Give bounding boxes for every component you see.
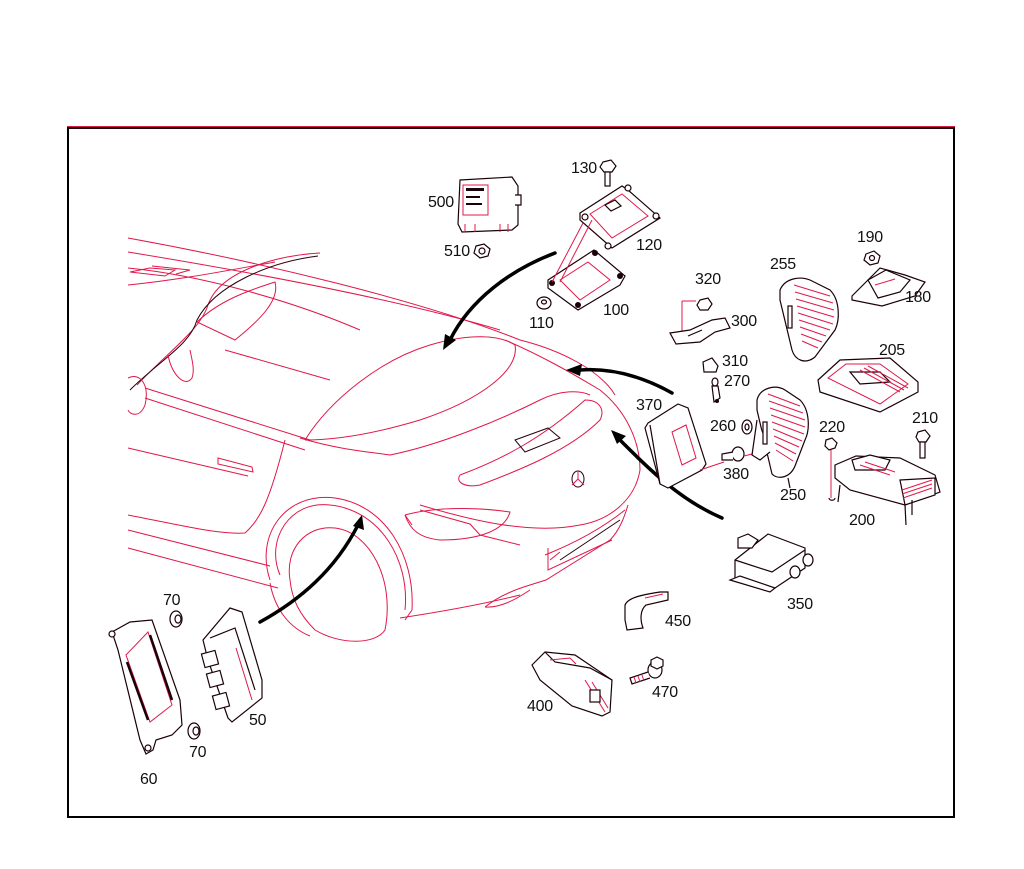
part-label-220[interactable]: 220 bbox=[819, 419, 845, 436]
part-label-190[interactable]: 190 bbox=[857, 229, 883, 246]
assembly-arrows bbox=[258, 251, 724, 624]
part-label-210[interactable]: 210 bbox=[912, 410, 938, 427]
part-label-310[interactable]: 310 bbox=[722, 353, 748, 370]
part-260-grommet[interactable] bbox=[741, 419, 753, 435]
part-270-connector[interactable] bbox=[711, 377, 721, 404]
part-label-120[interactable]: 120 bbox=[636, 237, 662, 254]
part-label-370[interactable]: 370 bbox=[636, 397, 662, 414]
part-label-50[interactable]: 50 bbox=[249, 712, 267, 729]
part-255-damper-pad[interactable] bbox=[779, 277, 839, 362]
diagram-frame bbox=[67, 126, 955, 818]
part-50-engine-control-unit[interactable] bbox=[200, 607, 263, 723]
part-300-bracket[interactable] bbox=[669, 317, 731, 345]
part-label-250[interactable]: 250 bbox=[780, 487, 806, 504]
part-205-control-unit[interactable] bbox=[817, 357, 919, 413]
part-label-450[interactable]: 450 bbox=[665, 613, 691, 630]
part-label-60[interactable]: 60 bbox=[140, 771, 158, 788]
part-label-500[interactable]: 500 bbox=[428, 194, 454, 211]
part-200-control-unit[interactable] bbox=[834, 454, 941, 526]
part-100-mounting-plate[interactable] bbox=[547, 219, 626, 311]
part-500-control-module[interactable] bbox=[457, 176, 522, 233]
part-label-300[interactable]: 300 bbox=[731, 313, 757, 330]
part-label-510[interactable]: 510 bbox=[444, 243, 470, 260]
part-label-400[interactable]: 400 bbox=[527, 698, 553, 715]
part-label-180[interactable]: 180 bbox=[905, 289, 931, 306]
part-380-screw[interactable] bbox=[721, 446, 753, 462]
part-label-260[interactable]: 260 bbox=[710, 418, 736, 435]
part-label-205[interactable]: 205 bbox=[879, 342, 905, 359]
part-250-damper-pad[interactable] bbox=[751, 386, 809, 489]
part-label-70[interactable]: 70 bbox=[163, 592, 181, 609]
part-label-130[interactable]: 130 bbox=[571, 160, 597, 177]
part-60-bracket[interactable] bbox=[108, 619, 183, 755]
part-370-module[interactable] bbox=[644, 403, 725, 489]
part-320-nut[interactable] bbox=[681, 297, 713, 333]
part-210-bolt[interactable] bbox=[915, 429, 931, 459]
part-label-380[interactable]: 380 bbox=[723, 466, 749, 483]
part-label-320[interactable]: 320 bbox=[695, 271, 721, 288]
part-label-255[interactable]: 255 bbox=[770, 256, 796, 273]
part-label-270[interactable]: 270 bbox=[724, 373, 750, 390]
part-70-nut-upper[interactable] bbox=[169, 610, 183, 628]
part-180-sensor[interactable] bbox=[851, 267, 926, 307]
part-190-nut[interactable] bbox=[863, 250, 881, 266]
part-510-nut[interactable] bbox=[473, 243, 491, 259]
part-220-nut[interactable] bbox=[824, 437, 838, 501]
part-label-200[interactable]: 200 bbox=[849, 512, 875, 529]
part-120-bracket[interactable] bbox=[579, 184, 662, 250]
car-body-outline bbox=[127, 237, 641, 642]
part-label-100[interactable]: 100 bbox=[603, 302, 629, 319]
part-label-470[interactable]: 470 bbox=[652, 684, 678, 701]
part-label-70[interactable]: 70 bbox=[189, 744, 207, 761]
part-label-350[interactable]: 350 bbox=[787, 596, 813, 613]
part-130-bolt[interactable] bbox=[599, 159, 617, 187]
part-470-bolt[interactable] bbox=[629, 656, 664, 685]
part-70-nut-lower[interactable] bbox=[187, 722, 201, 740]
part-310-clip[interactable] bbox=[702, 357, 719, 373]
part-350-module[interactable] bbox=[728, 533, 814, 593]
part-450-clamp[interactable] bbox=[624, 591, 669, 631]
part-400-module[interactable] bbox=[531, 651, 613, 717]
part-110-washer[interactable] bbox=[536, 296, 552, 310]
part-label-110[interactable]: 110 bbox=[529, 315, 554, 332]
